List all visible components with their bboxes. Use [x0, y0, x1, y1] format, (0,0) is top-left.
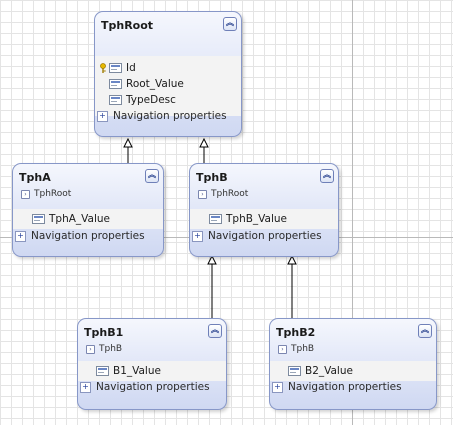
property-tphb-value[interactable]: TphB_Value — [209, 211, 287, 227]
expand-plus-icon[interactable]: + — [97, 110, 108, 122]
page-separator-vertical — [352, 0, 353, 425]
property-list: Id Root_Value TypeDesc — [95, 56, 241, 116]
expand-plus-icon[interactable]: + — [192, 230, 203, 242]
property-icon — [209, 214, 222, 224]
collapse-icon[interactable]: ︽ — [320, 169, 334, 183]
property-id[interactable]: Id — [99, 60, 136, 76]
navigation-properties-row[interactable]: + Navigation properties — [192, 229, 322, 243]
navigation-properties-row[interactable]: + Navigation properties — [15, 229, 145, 243]
inheritance-arrow-icon: › — [86, 344, 95, 354]
property-b2-value[interactable]: B2_Value — [288, 363, 353, 379]
property-label: TphB_Value — [226, 213, 288, 225]
property-b1-value[interactable]: B1_Value — [96, 363, 161, 379]
navigation-properties-label: Navigation properties — [288, 381, 402, 393]
property-icon — [32, 214, 45, 224]
collapse-icon[interactable]: ︽ — [223, 17, 237, 31]
inheritance-arrowhead-tpha — [123, 137, 133, 148]
base-type: › TphRoot — [198, 189, 248, 199]
entity-tphb2[interactable]: TphB2 ︽ › TphB B2_Value + Navigation pro… — [269, 318, 437, 410]
collapse-icon[interactable]: ︽ — [418, 324, 432, 338]
property-list: TphA_Value — [13, 209, 163, 229]
property-label: Root_Value — [126, 78, 184, 90]
base-type: › TphB — [278, 344, 314, 354]
inheritance-arrow-icon: › — [198, 189, 207, 199]
property-list: TphB_Value — [190, 209, 338, 229]
base-type: › TphRoot — [21, 189, 71, 199]
property-label: TypeDesc — [126, 94, 176, 106]
property-tpha-value[interactable]: TphA_Value — [32, 211, 110, 227]
property-icon — [288, 366, 301, 376]
inheritance-arrowhead-tphb — [199, 137, 209, 148]
entity-title: TphB1 — [84, 326, 124, 339]
property-label: B2_Value — [305, 365, 353, 377]
entity-title: TphA — [19, 171, 51, 184]
navigation-properties-label: Navigation properties — [31, 230, 145, 242]
property-label: B1_Value — [113, 365, 161, 377]
inheritance-arrowhead-tphb2 — [287, 254, 297, 265]
property-icon — [109, 95, 122, 105]
base-type-label: TphRoot — [34, 189, 72, 199]
base-type-label: TphB — [99, 344, 123, 354]
entity-tphb1[interactable]: TphB1 ︽ › TphB B1_Value + Navigation pro… — [77, 318, 227, 410]
navigation-properties-row[interactable]: + Navigation properties — [80, 380, 210, 394]
navigation-properties-row[interactable]: + Navigation properties — [272, 380, 402, 394]
property-label: TphA_Value — [49, 213, 111, 225]
property-typedesc[interactable]: TypeDesc — [109, 92, 176, 108]
property-icon — [96, 366, 109, 376]
inheritance-arrow-icon: › — [278, 344, 287, 354]
base-type-label: TphRoot — [211, 189, 249, 199]
property-icon — [109, 63, 122, 73]
property-icon — [109, 79, 122, 89]
entity-tpha[interactable]: TphA ︽ › TphRoot TphA_Value + Navigation… — [12, 163, 164, 257]
navigation-properties-row[interactable]: + Navigation properties — [97, 109, 227, 123]
property-label: Id — [126, 62, 136, 74]
key-icon — [100, 63, 106, 73]
collapse-icon[interactable]: ︽ — [208, 324, 222, 338]
inheritance-arrow-icon: › — [21, 189, 30, 199]
expand-plus-icon[interactable]: + — [272, 381, 283, 393]
entity-tphroot[interactable]: TphRoot ︽ Id Root_Value TypeDesc + Navig… — [94, 11, 242, 137]
navigation-properties-label: Navigation properties — [96, 381, 210, 393]
inheritance-arrowhead-tphb1 — [207, 254, 217, 265]
property-root-value[interactable]: Root_Value — [109, 76, 184, 92]
collapse-icon[interactable]: ︽ — [145, 169, 159, 183]
property-list: B1_Value — [78, 361, 226, 381]
expand-plus-icon[interactable]: + — [80, 381, 91, 393]
property-list: B2_Value — [270, 361, 436, 381]
entity-title: TphRoot — [101, 19, 154, 32]
base-type: › TphB — [86, 344, 122, 354]
navigation-properties-label: Navigation properties — [113, 110, 227, 122]
entity-title: TphB — [196, 171, 228, 184]
base-type-label: TphB — [291, 344, 315, 354]
navigation-properties-label: Navigation properties — [208, 230, 322, 242]
entity-tphb[interactable]: TphB ︽ › TphRoot TphB_Value + Navigation… — [189, 163, 339, 257]
expand-plus-icon[interactable]: + — [15, 230, 26, 242]
entity-title: TphB2 — [276, 326, 316, 339]
